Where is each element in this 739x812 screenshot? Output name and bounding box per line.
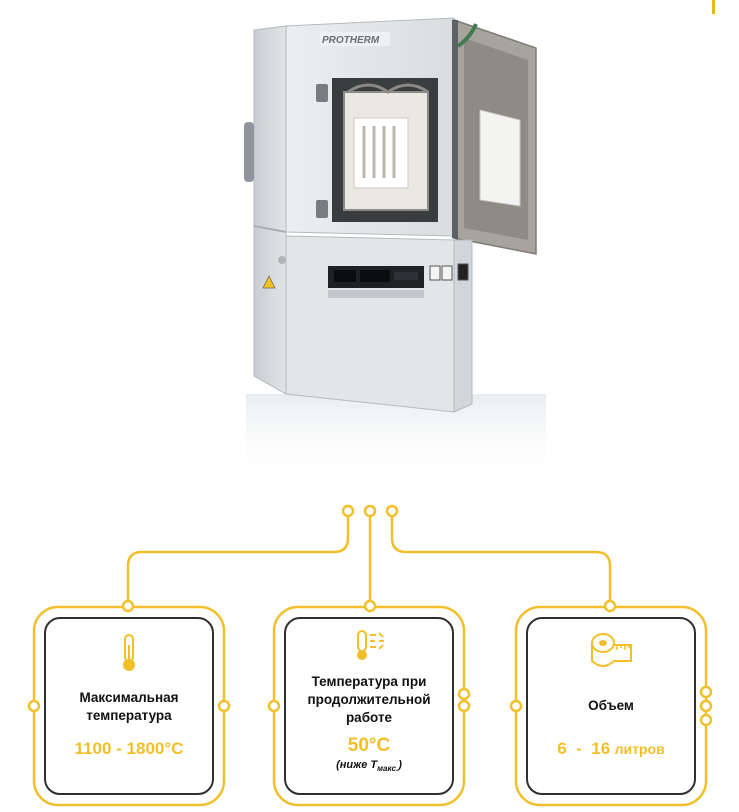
furnace-image: PROTHERM [236, 14, 554, 484]
corner-accent-mark [712, 0, 715, 14]
tape-measure-icon [528, 631, 694, 671]
spec-note-continuous-temperature: (ниже Tмакс.) [336, 759, 402, 774]
spec-value-volume: 6 - 16 литров [557, 739, 665, 758]
spec-label-max-temperature: Максимальная температура [79, 690, 179, 723]
spec-value-continuous-temperature: 50°C [347, 735, 391, 756]
spec-card-continuous-temperature: Температура при продолжительной работе 5… [284, 617, 454, 795]
brand-label: PROTHERM [322, 35, 380, 46]
spec-card-max-temperature: Максимальная температура 1100 - 1800°C [44, 617, 214, 795]
spec-label-continuous-temperature: Температура при продолжительной работе [307, 674, 431, 725]
thermometer-icon [46, 633, 212, 673]
spec-value-max-temperature: 1100 - 1800°C [74, 739, 184, 758]
heat-indicator-icon [286, 627, 452, 663]
spec-label-volume: Объем [588, 698, 634, 713]
spec-card-volume: Объем 6 - 16 литров [526, 617, 696, 795]
